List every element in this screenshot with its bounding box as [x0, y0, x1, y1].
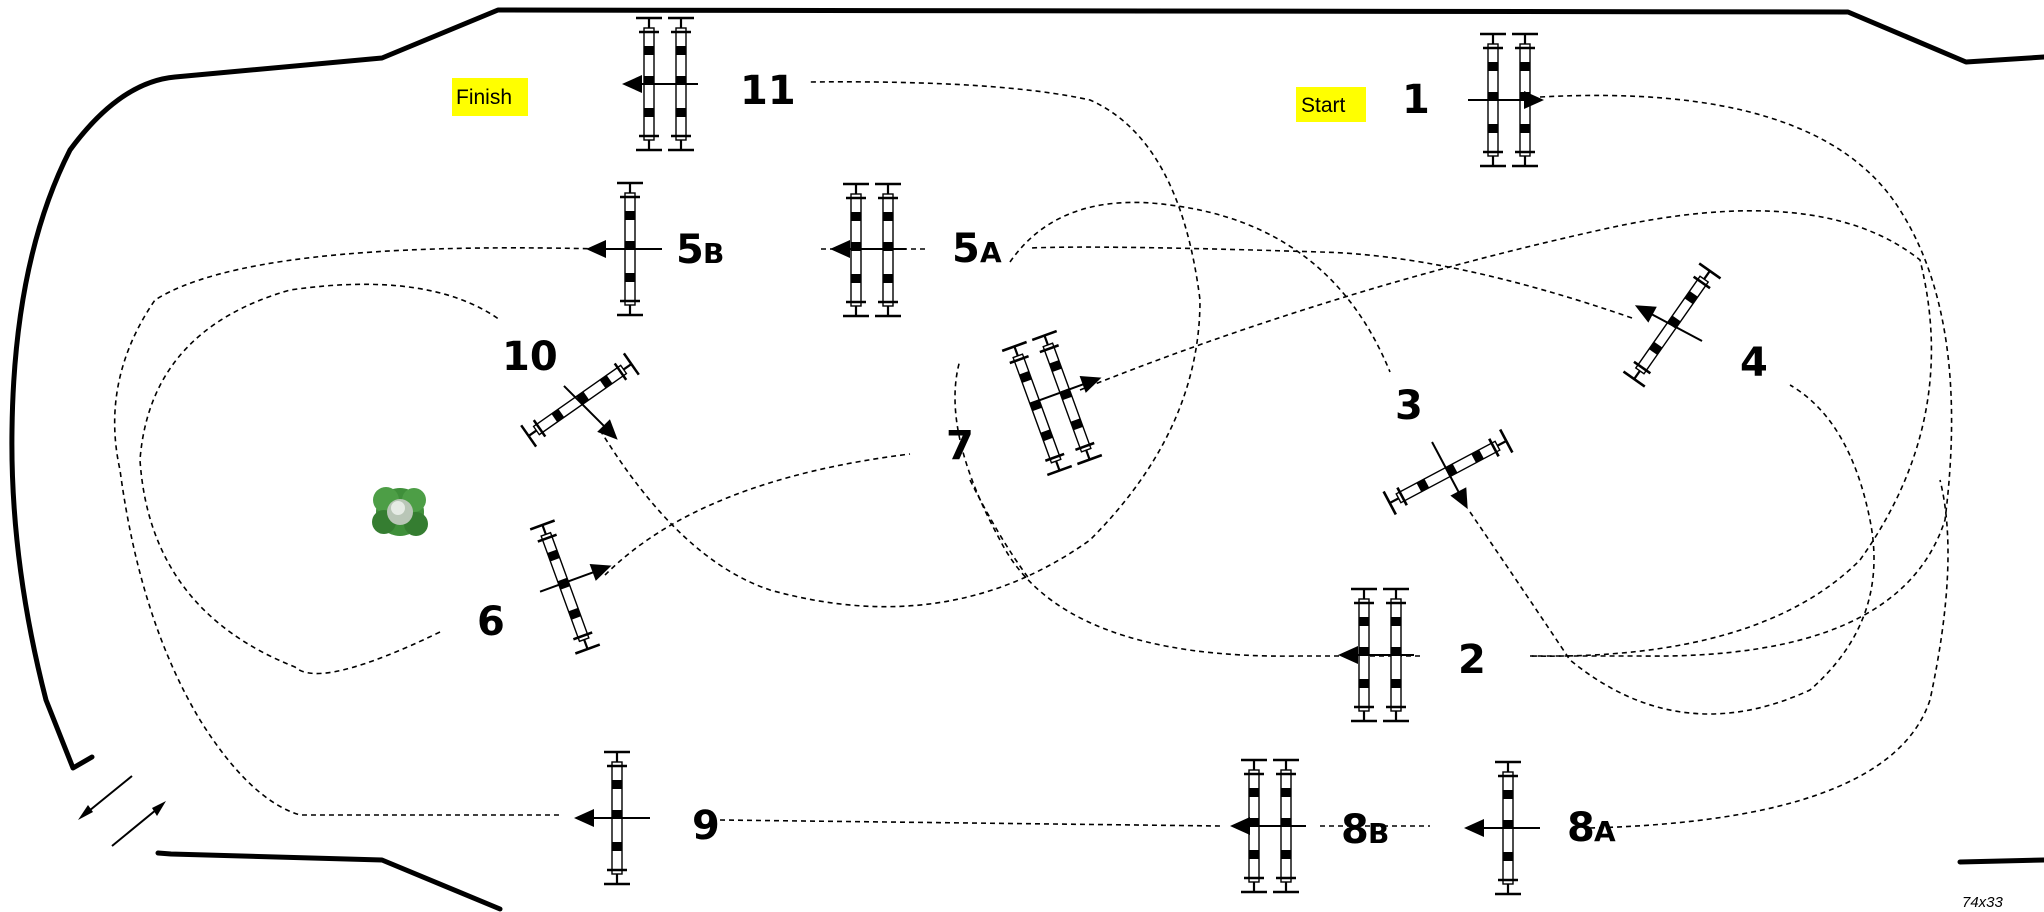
fence-5a-suffix: A — [980, 236, 1002, 269]
arena-outline — [9, 7, 2044, 771]
fence-9: 9 — [573, 750, 720, 886]
fence-8a: 8 A — [1463, 760, 1616, 896]
fence-1: 1 — [1402, 34, 1545, 166]
fence-3: 3 — [1382, 383, 1514, 516]
fence-5b: 5 B — [585, 181, 724, 317]
fence-1-number: 1 — [1402, 77, 1430, 123]
fence-8b: 8 B — [1229, 760, 1389, 892]
start-label: Start — [1296, 87, 1366, 122]
fence-5a-number: 5 — [952, 226, 980, 272]
fence-6: 6 — [477, 519, 616, 655]
fence-8b-suffix: B — [1368, 817, 1389, 850]
fence-5b-number: 5 — [676, 227, 704, 273]
fence-2: 2 — [1337, 589, 1486, 721]
fence-7-number: 7 — [946, 423, 974, 469]
fence-6-number: 6 — [477, 599, 505, 645]
fence-10-number: 10 — [502, 334, 558, 380]
fence-5a: 5 A — [829, 184, 1002, 316]
fence-2-number: 2 — [1458, 637, 1486, 683]
tree-icon — [372, 487, 428, 536]
fence-8b-number: 8 — [1341, 807, 1369, 853]
fence-10: 10 — [502, 334, 641, 448]
arena-size: 74x33 — [1962, 894, 2004, 911]
fence-11-number: 11 — [740, 68, 796, 114]
fence-8a-number: 8 — [1567, 805, 1595, 851]
fence-9-number: 9 — [692, 803, 720, 849]
fence-4-number: 4 — [1740, 340, 1768, 386]
entrance-arrows — [78, 775, 166, 847]
fence-8a-suffix: A — [1594, 815, 1616, 848]
start-text: Start — [1301, 94, 1346, 117]
fence-11: 11 — [621, 18, 796, 150]
arena-outline-bottom — [155, 850, 2044, 912]
fence-3-number: 3 — [1395, 383, 1423, 429]
finish-text: Finish — [456, 86, 512, 109]
fence-7: 7 — [946, 331, 1106, 475]
fence-5b-suffix: B — [703, 237, 724, 270]
finish-label: Finish — [452, 78, 528, 116]
course-route — [113, 81, 1953, 829]
fence-4: 4 — [1622, 262, 1768, 388]
